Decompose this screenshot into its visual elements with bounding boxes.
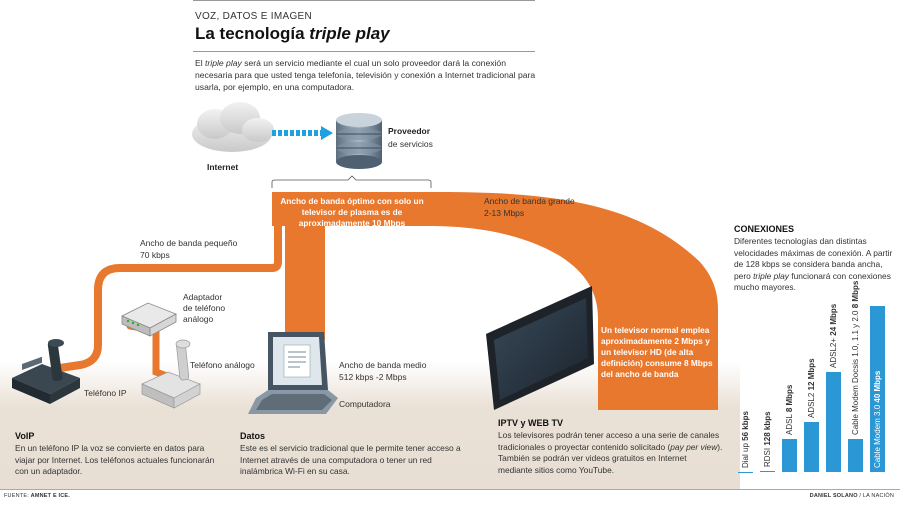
title-main: La tecnología [195, 24, 310, 43]
intro-part-2: será un servicio mediante el cual un sol… [195, 58, 536, 92]
computer-label: Computadora [339, 399, 391, 409]
author-credit: DANIEL SOLANO / LA NACIÓN [810, 493, 894, 499]
data-text: Este es el servicio tradicional que le p… [240, 443, 461, 476]
iptv-text-part-2: ). También se podrán ver videos gratuito… [498, 441, 723, 475]
header-rule [193, 51, 535, 52]
provider-title: Proveedor [388, 126, 431, 136]
server-icon [336, 113, 382, 169]
intro-part-1: El [195, 58, 206, 68]
intro-text: El triple play será un servicio mediante… [195, 57, 540, 93]
title-italic: triple play [309, 24, 390, 43]
small-bandwidth-flow [56, 214, 282, 372]
data-arrow-icon [272, 126, 333, 140]
iptv-text-part-1: Los televisores podrán tener acceso a un… [498, 430, 720, 452]
voip-title: VoIP [15, 431, 35, 441]
page-title: La tecnología triple play [195, 24, 390, 44]
footer-rule [0, 489, 900, 490]
small-bandwidth-value: 70 kbps [140, 250, 170, 260]
connections-italic: triple play [753, 270, 789, 281]
chart-bar [760, 471, 775, 472]
chart-bar [826, 372, 841, 472]
chart-bar-label: ADSL2+ 24 Mbps [828, 304, 838, 369]
source-value: AMNET E ICE. [30, 493, 71, 499]
intro-italic: triple play [205, 58, 242, 68]
connections-text: Diferentes tecnologías dan distintas vel… [734, 236, 894, 294]
bracket [271, 175, 432, 188]
chart-bar-label: Cable Modem 3.0 40 Mbps [872, 370, 882, 468]
optimal-bandwidth-text: Ancho de banda óptimo con solo un televi… [280, 196, 424, 228]
ip-phone-icon [12, 339, 80, 404]
iptv-italic: pay per view [670, 441, 718, 452]
medium-bandwidth-label: Ancho de banda medio [339, 360, 427, 370]
large-bandwidth-value: 2-13 Mbps [484, 208, 525, 218]
connections-chart: Dial up 56 kbps RDSI 128 kbps ADSL 8 Mbps A… [730, 281, 900, 476]
chart-bar-label: Cable Modem Docsis 1.0, 1.1 y 2.0 8 Mbps [850, 280, 860, 435]
connections-text-part-2: funcionará con conexiones mucho mayores. [734, 270, 891, 293]
author-name: DANIEL SOLANO [809, 493, 858, 499]
adapter-icon [121, 302, 177, 337]
header-rule-top [193, 0, 535, 1]
iptv-title: IPTV y WEB TV [498, 418, 564, 428]
ip-phone-label: Teléfono IP [84, 388, 127, 398]
internet-label: Internet [207, 162, 239, 172]
chart-bar-label: ADSL 8 Mbps [784, 384, 794, 435]
adapter-label: Adaptador de teléfono análogo [183, 292, 226, 324]
medium-bandwidth-value: 512 kbps -2 Mbps [339, 372, 407, 382]
bandwidth-flow [272, 192, 718, 410]
cloud-icon [192, 102, 274, 152]
connections-text-part-1: Diferentes tecnologías dan distintas vel… [734, 236, 893, 281]
analog-phone-label: Teléfono análogo [190, 360, 255, 370]
provider-subtitle: de servicios [388, 139, 433, 149]
tv-bandwidth-note: Un televisor normal emplea aproximadamen… [601, 325, 713, 379]
laptop-icon [248, 332, 338, 414]
small-bandwidth-label: Ancho de banda pequeño [140, 238, 238, 248]
tv-icon [486, 286, 594, 410]
medium-bandwidth-flow [285, 226, 325, 340]
chart-bar-label: ADSL2 12 Mbps [806, 358, 816, 419]
source-credit: FUENTE: AMNET E ICE. [4, 493, 70, 499]
chart-bar [848, 438, 863, 472]
chart-bar [870, 306, 885, 472]
connections-title: CONEXIONES [734, 224, 795, 234]
chart-bar [782, 438, 797, 472]
large-bandwidth-label: Ancho de banda grande [484, 196, 575, 206]
large-bandwidth-flow [272, 192, 718, 410]
source-label: FUENTE: [4, 493, 31, 499]
voip-text: En un teléfono IP la voz se convierte en… [15, 443, 215, 476]
kicker: VOZ, DATOS E IMAGEN [195, 11, 313, 22]
data-title: Datos [240, 431, 266, 441]
chart-bar-label: RDSI 128 kbps [762, 411, 772, 468]
outlet-name: / LA NACIÓN [857, 493, 894, 499]
chart-bar-label: Dial up 56 kbps [740, 410, 750, 468]
iptv-text: Los televisores podrán tener acceso a un… [498, 430, 723, 476]
analog-phone-icon [141, 339, 201, 409]
chart-bar [804, 422, 819, 472]
